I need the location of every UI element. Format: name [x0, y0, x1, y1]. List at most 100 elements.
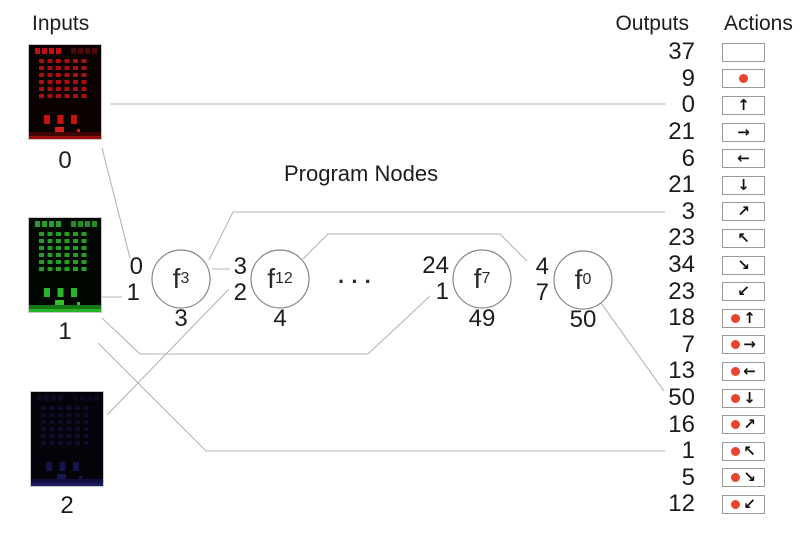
node-f12-circle — [250, 249, 310, 309]
action-box-up-fire: ↑ — [722, 308, 765, 328]
down-left-arrow-icon: ↙ — [737, 282, 750, 301]
action-row-12: ← — [722, 358, 782, 385]
node-f12-input1: 3 — [233, 253, 247, 280]
input-0-label: 0 — [58, 147, 72, 174]
node-f0-circle — [553, 250, 613, 310]
action-box-up-left: ↖ — [722, 228, 765, 248]
action-box-down-left: ↙ — [722, 282, 765, 302]
fire-dot-icon — [731, 420, 741, 430]
down-arrow-icon: ↓ — [737, 175, 750, 194]
edge-f0-to-output-50 — [600, 302, 665, 392]
output-value-0: 37 — [668, 38, 695, 66]
action-box-up-left-fire: ↖ — [722, 441, 765, 461]
output-value-16: 5 — [681, 463, 695, 491]
fire-dot-icon — [731, 393, 741, 403]
output-value-3: 21 — [668, 118, 695, 146]
action-box-down-left-fire: ↙ — [722, 494, 765, 514]
up-left-arrow-icon: ↖ — [737, 228, 750, 247]
output-value-10: 18 — [668, 304, 695, 332]
down-fire-arrow-icon: ↓ — [743, 388, 756, 407]
node-f3-input1: 0 — [129, 253, 143, 280]
node-f7-index: 49 — [468, 305, 496, 332]
input-2-image — [30, 391, 104, 487]
node-f7-circle — [452, 249, 512, 309]
edge-input1-to-f7-in1 — [101, 295, 431, 355]
edge-f3-to-output-3 — [208, 211, 665, 261]
node-f7-fn: f — [473, 263, 482, 294]
output-value-13: 50 — [668, 384, 695, 412]
action-row-11: → — [722, 332, 782, 359]
action-box-right-fire: → — [722, 335, 765, 355]
action-box-left: ← — [722, 149, 765, 169]
up-right-fire-arrow-icon: ↗ — [743, 415, 756, 434]
node-f3-index: 3 — [174, 305, 188, 332]
action-row-13: ↓ — [722, 385, 782, 412]
action-box-up-right-fire: ↗ — [722, 415, 765, 435]
action-row-0 — [722, 39, 782, 66]
up-left-fire-arrow-icon: ↖ — [743, 441, 756, 460]
action-row-3: → — [722, 119, 782, 146]
actions-column: ↑ → ← ↓ ↗ ↖ ↘ ↙ ↑ → ← ↓ ↗ ↖ ↘ ↙ — [722, 39, 782, 518]
action-row-14: ↗ — [722, 411, 782, 438]
action-box-down-right-fire: ↘ — [722, 468, 765, 488]
edge-input2-to-f12-in2 — [106, 288, 230, 416]
output-value-7: 23 — [668, 224, 695, 252]
output-value-6: 3 — [681, 197, 695, 225]
hidden-nodes-ellipsis: ··· — [338, 269, 378, 294]
input-0-image — [28, 44, 102, 140]
right-fire-arrow-icon: → — [743, 335, 756, 354]
output-value-15: 1 — [681, 437, 695, 465]
fire-dot-icon — [731, 446, 741, 456]
edge-f12-to-f0-in4 — [302, 233, 528, 262]
action-row-7: ↖ — [722, 225, 782, 252]
left-arrow-icon: ← — [737, 149, 750, 168]
edge-input1-to-output-1 — [97, 342, 665, 452]
action-row-2: ↑ — [722, 92, 782, 119]
output-value-11: 7 — [681, 330, 695, 358]
actions-header: Actions — [724, 12, 793, 35]
connection-lines — [97, 103, 666, 452]
action-row-10: ↑ — [722, 305, 782, 332]
action-box-up: ↑ — [722, 95, 765, 115]
node-f0-input1: 4 — [535, 253, 549, 280]
action-row-15: ↖ — [722, 438, 782, 465]
action-box-fire — [722, 69, 765, 89]
node-f3-circle — [151, 249, 211, 309]
fire-dot-icon — [731, 499, 741, 509]
node-f12-input2: 2 — [233, 279, 247, 306]
up-right-arrow-icon: ↗ — [737, 202, 750, 221]
input-1-label: 1 — [58, 318, 72, 345]
node-f0-fn: f — [574, 264, 583, 295]
action-row-17: ↙ — [722, 491, 782, 518]
input-images — [28, 44, 104, 487]
node-f12-index: 4 — [273, 305, 287, 332]
down-left-fire-arrow-icon: ↙ — [743, 494, 756, 513]
edge-input0-to-f3-in0 — [101, 147, 131, 259]
action-row-9: ↙ — [722, 278, 782, 305]
fire-dot-icon — [731, 313, 741, 323]
action-box-down: ↓ — [722, 175, 765, 195]
node-f12-fn: f — [267, 263, 275, 294]
output-value-12: 13 — [668, 357, 695, 385]
output-value-9: 23 — [668, 277, 695, 305]
outputs-header: Outputs — [615, 12, 689, 35]
output-value-8: 34 — [668, 251, 695, 279]
node-f0-index: 50 — [569, 306, 597, 333]
fire-dot-icon — [731, 473, 741, 483]
down-right-arrow-icon: ↘ — [737, 255, 750, 274]
fire-dot-icon — [739, 74, 748, 84]
action-box-noop — [722, 42, 765, 62]
program-nodes-header: Program Nodes — [284, 161, 439, 186]
node-f7-input2: 1 — [435, 278, 449, 305]
node-f0-input2: 7 — [535, 279, 549, 306]
down-right-fire-arrow-icon: ↘ — [743, 468, 756, 487]
node-circles — [151, 249, 613, 310]
output-value-5: 21 — [668, 171, 695, 199]
action-box-left-fire: ← — [722, 361, 765, 381]
